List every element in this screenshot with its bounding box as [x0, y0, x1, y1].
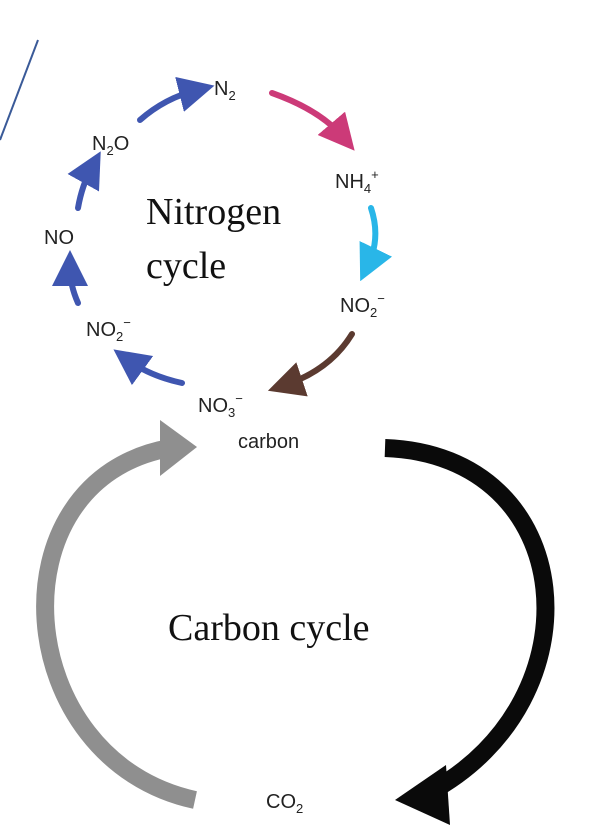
arrow-carbon-to-co2-head: [395, 765, 450, 825]
nitrogen-cycle-title-line2: cycle: [146, 245, 226, 287]
arrow-no-to-n2o: [67, 151, 101, 211]
arrow-n2-to-nh4: [269, 90, 355, 151]
label-nh4: NH4+: [335, 167, 379, 196]
nitrogen-cycle-title-line1: Nitrogen: [146, 191, 281, 233]
arrow-no2-to-no: [52, 250, 89, 306]
arrow-co2-to-carbon: [36, 439, 197, 809]
label-no2-left: NO2−: [86, 315, 131, 344]
label-no: NO: [44, 227, 74, 249]
label-no3: NO3−: [198, 391, 243, 420]
carbon-cycle-title: Carbon cycle: [168, 607, 370, 649]
arrow-nh4-to-no2: [359, 205, 393, 282]
label-n2: N2: [214, 78, 236, 103]
arrow-carbon-to-co2: [384, 439, 555, 800]
arrow-no3-to-no2: [113, 349, 185, 386]
decorative-line: [0, 39, 39, 141]
arrow-no2-to-no3: [267, 331, 355, 397]
label-carbon: carbon: [238, 431, 299, 453]
label-co2: CO2: [266, 791, 303, 816]
label-no2-right: NO2−: [340, 291, 385, 320]
arrow-co2-to-carbon-head: [160, 420, 197, 476]
arrow-n2o-to-n2: [137, 76, 215, 123]
label-n2o: N2O: [92, 133, 129, 158]
